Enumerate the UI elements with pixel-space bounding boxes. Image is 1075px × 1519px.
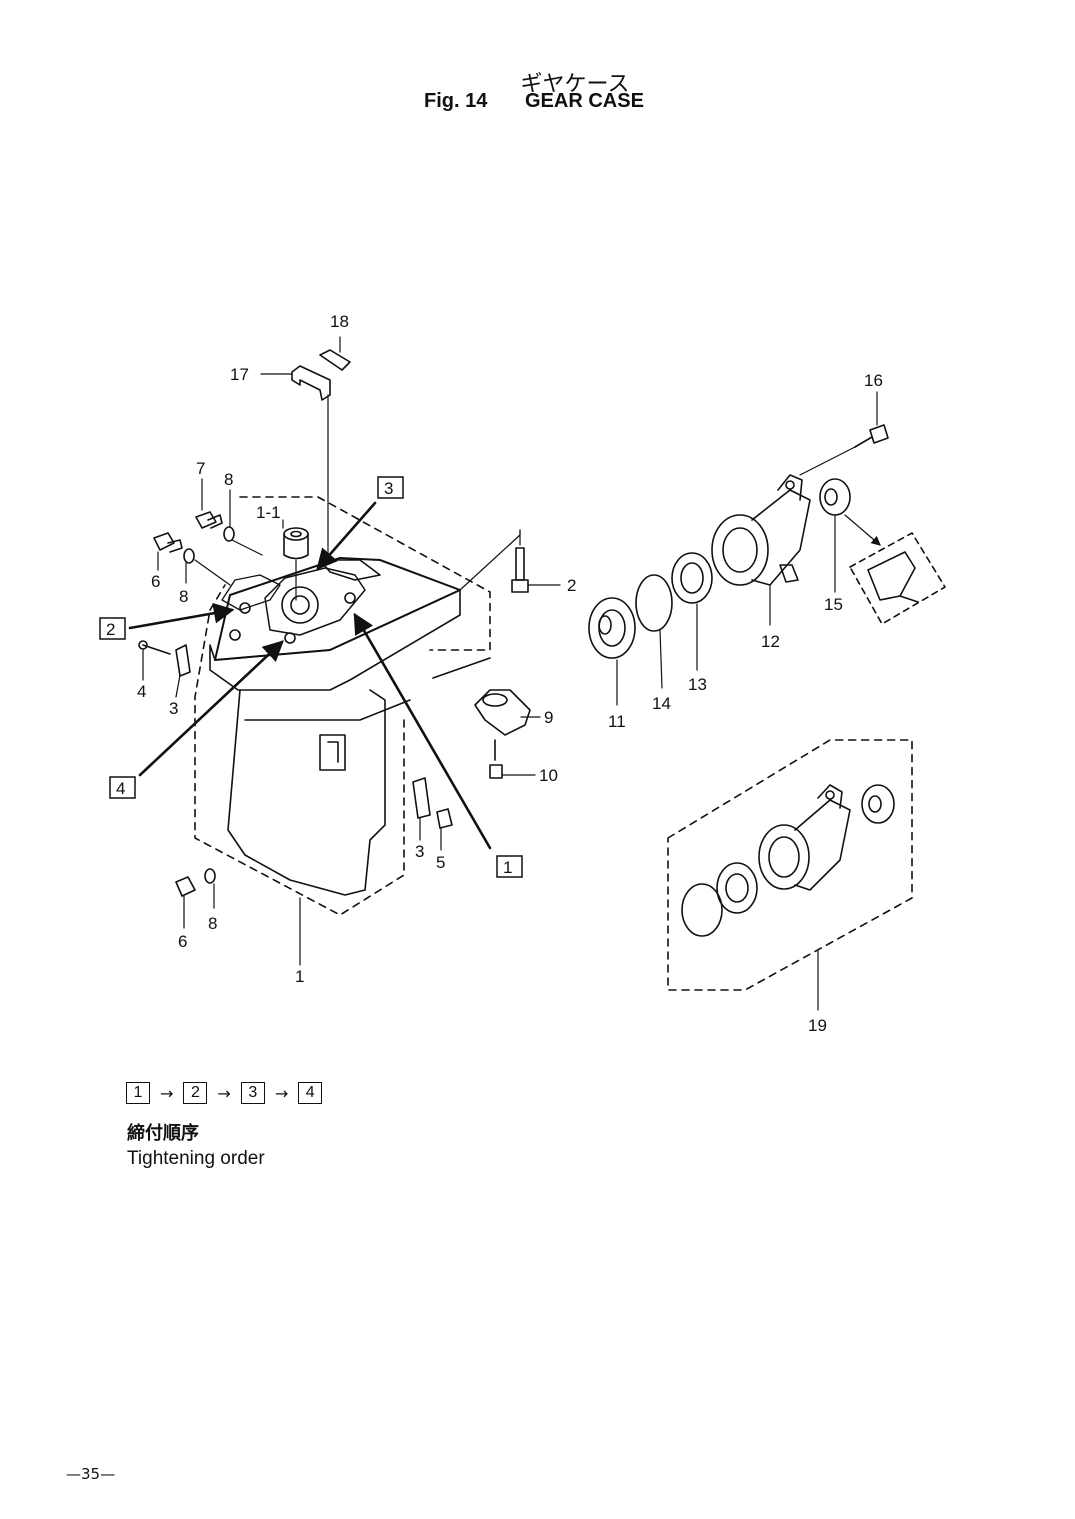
tightening-marker-2: 2 <box>106 620 115 639</box>
figure-title: GEAR CASE <box>525 90 644 112</box>
tightening-order-legend: 1 → 2 → 3 → 4 <box>126 1082 323 1104</box>
bolt-part-6-top <box>153 532 183 553</box>
tightening-markers <box>99 476 523 878</box>
legend-arrow-1: → <box>160 1083 174 1103</box>
tightening-marker-2-box <box>99 617 126 640</box>
assembly-part-19 <box>681 784 895 937</box>
tightening-marker-1-box <box>496 855 523 878</box>
callout-6-top: 6 <box>151 572 160 591</box>
bolt-part-10 <box>489 739 503 779</box>
tightening-arrow-3 <box>316 501 377 570</box>
callout-14: 14 <box>652 694 671 713</box>
tightening-marker-3-box <box>377 476 404 499</box>
washer-part-8-bottom <box>204 868 216 884</box>
tightening-marker-3: 3 <box>384 479 393 498</box>
legend-arrow-2: → <box>217 1083 231 1103</box>
callout-19: 19 <box>808 1016 827 1035</box>
tightening-arrow-4 <box>138 640 284 777</box>
callout-16: 16 <box>864 371 883 390</box>
legend-step-4: 4 <box>298 1082 323 1104</box>
trim-tab-part-9 <box>474 689 531 736</box>
bearing-part-13 <box>671 552 713 604</box>
tightening-marker-4: 4 <box>116 779 125 798</box>
callout-1: 1 <box>295 967 304 986</box>
callout-4: 4 <box>137 682 146 701</box>
title-japanese: ギヤケース <box>520 72 630 97</box>
bolt-part-16 <box>854 424 889 448</box>
callout-6-bottom: 6 <box>178 932 187 951</box>
bolt-part-7 <box>195 511 223 529</box>
tightening-order-label-en: Tightening order <box>127 1148 265 1169</box>
gear-case-body <box>209 557 491 896</box>
tightening-marker-1: 1 <box>503 858 512 877</box>
tightening-order-label-jp: 締付順序 <box>127 1123 199 1144</box>
callout-8-mid: 8 <box>179 587 188 606</box>
legend-step-2: 2 <box>183 1082 208 1104</box>
legend-step-1: 1 <box>126 1082 150 1104</box>
callout-18: 18 <box>330 312 349 331</box>
callout-8-top: 8 <box>224 470 233 489</box>
legend-step-3: 3 <box>240 1082 265 1104</box>
callout-8-bottom: 8 <box>208 914 217 933</box>
callout-1-1: 1-1 <box>256 503 281 522</box>
callout-9: 9 <box>544 708 553 727</box>
tightening-arrow-2 <box>128 602 235 630</box>
o-ring-part-14 <box>635 574 673 632</box>
callout-15: 15 <box>824 595 843 614</box>
callout-7: 7 <box>196 459 205 478</box>
detail-inset-outline <box>849 532 946 625</box>
seal-part-15 <box>819 478 851 516</box>
bolt-part-6-bottom <box>175 876 196 897</box>
callout-12: 12 <box>761 632 780 651</box>
bearing-part-11 <box>588 597 636 659</box>
callout-17: 17 <box>230 365 249 384</box>
washer-part-8-mid <box>183 548 195 564</box>
bolt-part-2 <box>511 529 529 593</box>
callout-13: 13 <box>688 675 707 694</box>
assembly-part-19-outline <box>667 739 913 991</box>
tightening-marker-4-box <box>109 776 136 799</box>
callout-11: 11 <box>608 712 626 731</box>
callout-2: 2 <box>567 576 576 595</box>
tightening-arrow-1 <box>353 612 492 850</box>
rubber-part-18 <box>319 349 351 371</box>
detail-inset-part <box>867 551 919 603</box>
clip-part-17 <box>291 365 331 401</box>
callout-10: 10 <box>539 766 558 785</box>
figure-number: Fig. 14 <box>424 90 488 112</box>
bearing-housing-part-12 <box>711 474 811 586</box>
callout-3-right: 3 <box>415 842 424 861</box>
page-number: —35— <box>66 1465 116 1483</box>
gear-case-group-outline <box>194 496 491 916</box>
legend-arrow-3: → <box>274 1083 289 1103</box>
anode-part-3-left <box>175 644 191 677</box>
sleeve-part-1-1 <box>283 527 309 601</box>
screw-part-4 <box>138 640 171 655</box>
washer-part-8-top <box>223 526 235 542</box>
anode-part-3-right <box>412 777 431 819</box>
callout-3-left: 3 <box>169 699 178 718</box>
callout-5: 5 <box>436 853 445 872</box>
nut-part-5 <box>436 808 453 829</box>
